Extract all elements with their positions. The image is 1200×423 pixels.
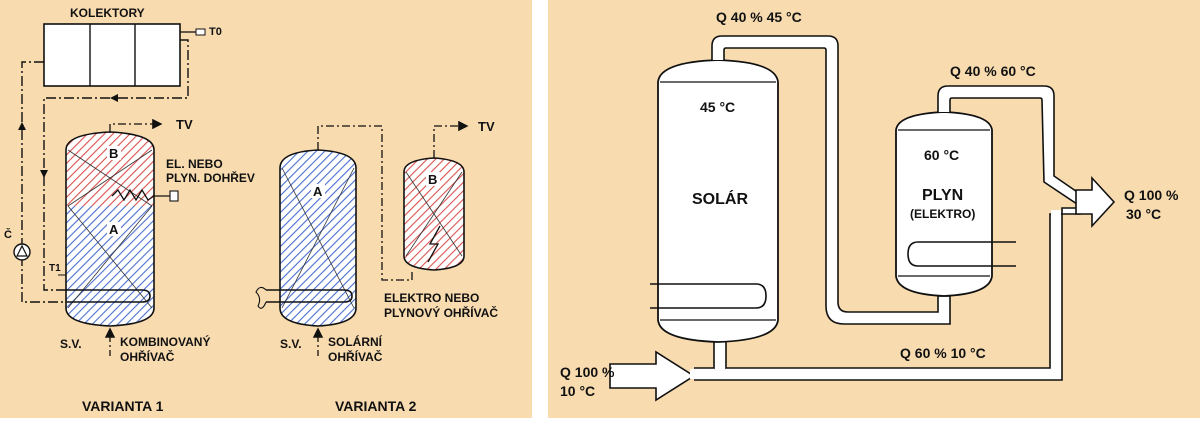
zone-a1-label-bg bbox=[107, 222, 121, 236]
tv-outlet-pipe bbox=[109, 118, 163, 132]
elektro-label: (ELEKTRO) bbox=[910, 207, 975, 221]
sv-label-2: S.V. bbox=[280, 337, 302, 351]
tv-label-2: TV bbox=[478, 119, 495, 134]
tank-diagonal bbox=[281, 167, 355, 309]
tank-combined-outline bbox=[65, 131, 155, 327]
t0-label: T0 bbox=[209, 26, 222, 38]
heating-coil-icon bbox=[266, 289, 353, 303]
heater-label-1: EL. NEBO bbox=[166, 157, 223, 171]
pipe-fill-cover bbox=[715, 336, 725, 370]
zone-b1-label-bg bbox=[107, 146, 121, 160]
solar-temp-label: 45 °C bbox=[700, 99, 735, 115]
zone-b2-label-bg bbox=[426, 172, 440, 186]
solar-tank bbox=[657, 59, 779, 343]
flow-arrow-icon bbox=[40, 170, 48, 178]
sv-label-1: S.V. bbox=[60, 337, 82, 351]
heating-coil-icon bbox=[907, 241, 1016, 267]
collector-flow-pipe bbox=[21, 61, 66, 303]
q-mid-label: Q 40 % 60 °C bbox=[950, 63, 1036, 79]
pump-triangle bbox=[16, 244, 28, 257]
pump-label: Č bbox=[4, 228, 12, 241]
gas-temp-label: 60 °C bbox=[924, 147, 959, 163]
transfer-pipe bbox=[317, 125, 413, 281]
kombinovany-label-1: KOMBINOVANÝ bbox=[120, 334, 210, 349]
kolektory-label: KOLEKTORY bbox=[70, 6, 145, 20]
collector-panel bbox=[43, 23, 181, 87]
heater-box bbox=[169, 190, 179, 202]
tank-diagonal bbox=[67, 149, 153, 207]
plyn-label: PLYN bbox=[922, 187, 963, 204]
pipe-fill-cover bbox=[1051, 210, 1061, 379]
tv-label-1: TV bbox=[176, 117, 193, 132]
zone-a1-label: A bbox=[109, 222, 119, 237]
elektro-label-1: ELEKTRO NEBO bbox=[384, 291, 479, 305]
gas-tank bbox=[895, 111, 993, 297]
heater-lightning-icon bbox=[427, 225, 441, 263]
zone-b2-label: B bbox=[428, 172, 437, 187]
tv-outlet-pipe bbox=[433, 120, 469, 158]
collector-return-pipe bbox=[43, 39, 189, 291]
zone-b1-label: B bbox=[109, 146, 118, 161]
coil-input-wave bbox=[255, 286, 267, 309]
q-bottom-label: Q 60 % 10 °C bbox=[900, 345, 986, 361]
zone-a2-label-bg bbox=[311, 184, 325, 198]
heating-coil-icon bbox=[650, 283, 767, 309]
pipe-fill-cover bbox=[690, 369, 1050, 379]
heater-label-2: PLYN. DOHŘEV bbox=[166, 170, 255, 185]
tank-combined-top bbox=[66, 132, 154, 206]
in-label-1: Q 100 % bbox=[560, 364, 615, 380]
varianta-2-label: VARIANTA 2 bbox=[335, 398, 417, 414]
tank-combined-bottom bbox=[66, 206, 154, 326]
tank-diagonal bbox=[67, 205, 153, 309]
in-label-2: 10 °C bbox=[560, 383, 595, 399]
solarni-label-1: SOLÁRNÍ bbox=[328, 334, 383, 349]
cold-inlet-arrow bbox=[609, 350, 696, 402]
tank-diagonal bbox=[405, 171, 463, 257]
flow-arrow-icon bbox=[110, 94, 118, 102]
solar-label: SOLÁR bbox=[692, 189, 748, 208]
kombinovany-label-2: OHŘÍVAČ bbox=[120, 349, 175, 364]
electric-heater-icon bbox=[111, 188, 170, 202]
mixed-outlet-arrow bbox=[1075, 175, 1116, 229]
t0-sensor bbox=[195, 28, 206, 36]
solarni-label-2: OHŘÍVAČ bbox=[328, 349, 383, 364]
out-label-2: 30 °C bbox=[1126, 206, 1161, 222]
heating-coil-icon bbox=[66, 289, 151, 303]
q-top-label: Q 40 % 45 °C bbox=[716, 9, 802, 25]
varianta-1-label: VARIANTA 1 bbox=[82, 398, 164, 414]
zone-a2-label: A bbox=[313, 184, 323, 199]
out-label-1: Q 100 % bbox=[1124, 187, 1179, 203]
flow-arrow-icon bbox=[18, 122, 26, 130]
elektro-label-2: PLYNOVÝ OHŘÍVAČ bbox=[384, 305, 498, 320]
t1-label: T1 bbox=[49, 263, 61, 274]
